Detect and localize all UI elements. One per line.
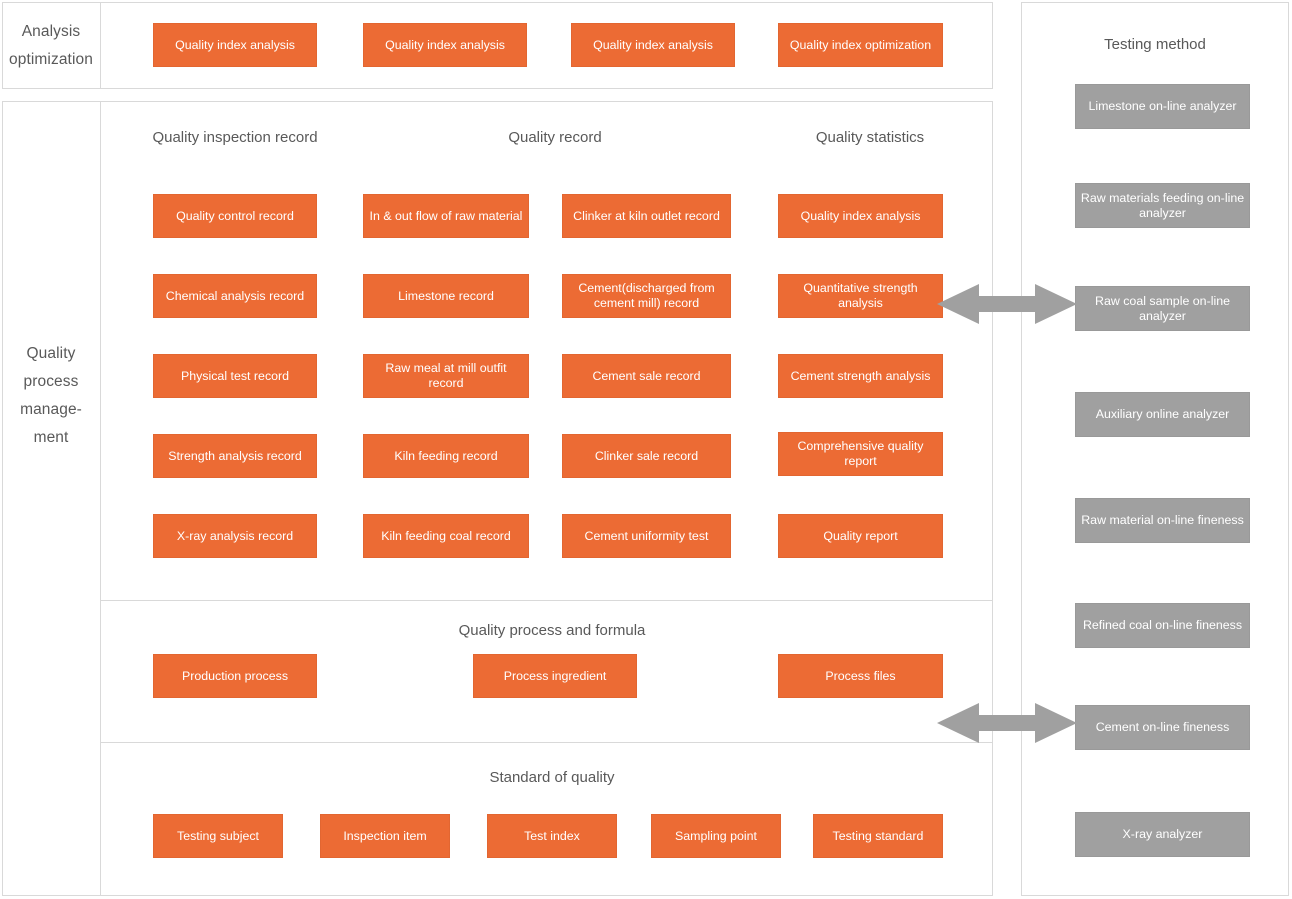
testing-method-panel	[1021, 2, 1289, 896]
rail-label-process-line3: manage-	[20, 401, 82, 418]
node-cement-discharged-from-cement-mill-record[interactable]: Cement(discharged from cement mill) reco…	[562, 274, 731, 318]
node-kiln-feeding-record[interactable]: Kiln feeding record	[363, 434, 529, 478]
node-limestone-record[interactable]: Limestone record	[363, 274, 529, 318]
rail-label-analysis-optimization: Analysis optimization	[2, 18, 100, 74]
node-quantitative-strength-analysis[interactable]: Quantitative strength analysis	[778, 274, 943, 318]
node-analysis-quality-index-optimization[interactable]: Quality index optimization	[778, 23, 943, 67]
node-analysis-quality-index-analysis-2[interactable]: Quality index analysis	[363, 23, 527, 67]
section-caption-testing-method: Testing method	[1104, 36, 1206, 53]
rail-label-quality-process-management: Quality process manage- ment	[2, 340, 100, 452]
divider-formula-standard	[101, 742, 993, 743]
node-sampling-point[interactable]: Sampling point	[651, 814, 781, 858]
double-arrow-upper	[937, 282, 1077, 326]
node-testing-subject[interactable]: Testing subject	[153, 814, 283, 858]
node-clinker-at-kiln-outlet-record[interactable]: Clinker at kiln outlet record	[562, 194, 731, 238]
node-clinker-sale-record[interactable]: Clinker sale record	[562, 434, 731, 478]
column-header-quality-statistics: Quality statistics	[815, 129, 925, 146]
node-analysis-quality-index-analysis-3[interactable]: Quality index analysis	[571, 23, 735, 67]
node-quality-control-record[interactable]: Quality control record	[153, 194, 317, 238]
node-raw-material-on-line-fineness[interactable]: Raw material on-line fineness	[1075, 498, 1250, 543]
node-analysis-quality-index-analysis-1[interactable]: Quality index analysis	[153, 23, 317, 67]
column-header-quality-inspection-record: Quality inspection record	[152, 129, 318, 146]
rail-divider-process	[100, 101, 101, 896]
section-caption-quality-process-and-formula: Quality process and formula	[458, 622, 646, 639]
rail-label-process-line1: Quality	[26, 345, 76, 362]
section-caption-standard-of-quality: Standard of quality	[489, 769, 615, 786]
node-physical-test-record[interactable]: Physical test record	[153, 354, 317, 398]
node-auxiliary-online-analyzer[interactable]: Auxiliary online analyzer	[1075, 392, 1250, 437]
rail-label-process-line4: ment	[33, 429, 69, 446]
divider-records-formula	[101, 600, 993, 601]
node-cement-sale-record[interactable]: Cement sale record	[562, 354, 731, 398]
node-x-ray-analysis-record[interactable]: X-ray analysis record	[153, 514, 317, 558]
node-inspection-item[interactable]: Inspection item	[320, 814, 450, 858]
node-production-process[interactable]: Production process	[153, 654, 317, 698]
node-raw-meal-at-mill-outfit-record[interactable]: Raw meal at mill outfit record	[363, 354, 529, 398]
node-refined-coal-on-line-fineness[interactable]: Refined coal on-line fineness	[1075, 603, 1250, 648]
node-raw-coal-sample-on-line-analyzer[interactable]: Raw coal sample on-line analyzer	[1075, 286, 1250, 331]
node-cement-on-line-fineness[interactable]: Cement on-line fineness	[1075, 705, 1250, 750]
node-cement-uniformity-test[interactable]: Cement uniformity test	[562, 514, 731, 558]
node-strength-analysis-record[interactable]: Strength analysis record	[153, 434, 317, 478]
node-chemical-analysis-record[interactable]: Chemical analysis record	[153, 274, 317, 318]
node-raw-materials-feeding-on-line-analyzer[interactable]: Raw materials feeding on-line analyzer	[1075, 183, 1250, 228]
node-in-and-out-flow-of-raw-material[interactable]: In & out flow of raw material	[363, 194, 529, 238]
node-quality-report[interactable]: Quality report	[778, 514, 943, 558]
node-comprehensive-quality-report[interactable]: Comprehensive quality report	[778, 432, 943, 476]
node-cement-strength-analysis[interactable]: Cement strength analysis	[778, 354, 943, 398]
node-test-index[interactable]: Test index	[487, 814, 617, 858]
node-limestone-on-line-analyzer[interactable]: Limestone on-line analyzer	[1075, 84, 1250, 129]
rail-label-analysis-text: Analysis optimization	[9, 23, 93, 68]
double-arrow-upper-icon	[937, 284, 1077, 324]
double-arrow-lower-icon	[937, 703, 1077, 743]
node-stat-quality-index-analysis[interactable]: Quality index analysis	[778, 194, 943, 238]
node-process-files[interactable]: Process files	[778, 654, 943, 698]
node-testing-standard[interactable]: Testing standard	[813, 814, 943, 858]
double-arrow-lower	[937, 701, 1077, 745]
rail-divider-analysis	[100, 2, 101, 89]
rail-label-process-line2: process	[23, 373, 79, 390]
column-header-quality-record: Quality record	[508, 129, 602, 146]
node-kiln-feeding-coal-record[interactable]: Kiln feeding coal record	[363, 514, 529, 558]
node-x-ray-analyzer[interactable]: X-ray analyzer	[1075, 812, 1250, 857]
node-process-ingredient[interactable]: Process ingredient	[473, 654, 637, 698]
